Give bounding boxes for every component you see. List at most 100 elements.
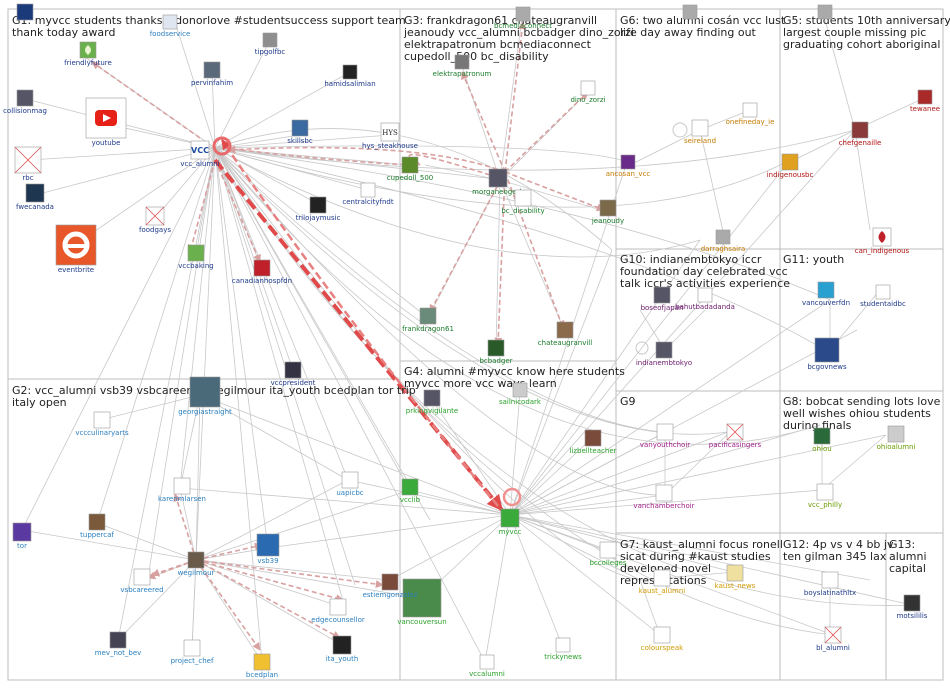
node-vanchamberchoir[interactable]: vanchamberchoir: [633, 484, 695, 510]
node-vancouversun[interactable]: vancouversun: [397, 578, 447, 626]
node-dino-zorzi[interactable]: dino_zorzi: [570, 80, 606, 104]
node-kaust-alumni[interactable]: kaust_alumni: [639, 569, 685, 595]
node-estiemgonzalez[interactable]: estiemgonzalez: [363, 573, 418, 599]
node-onefineday-ie[interactable]: onefineday_ie: [726, 102, 775, 126]
node-ohiou[interactable]: ohiou: [812, 427, 832, 453]
node-vanyouthchoir[interactable]: vanyouthchoir: [640, 423, 690, 449]
node-cupedoll-500[interactable]: cupedoll_500: [387, 156, 434, 182]
node-vccalumni[interactable]: vccalumni: [469, 654, 505, 678]
node-edgecounsellor[interactable]: edgecounsellor: [311, 598, 365, 624]
node-project-chef[interactable]: project_chef: [171, 639, 214, 665]
node-vccbaking[interactable]: vccbaking: [178, 244, 214, 270]
node-darraghsaira[interactable]: darraghsaira: [701, 229, 746, 253]
node-sailnicodark[interactable]: sailnicodark: [499, 382, 542, 406]
node-bcmediaconnect[interactable]: bcmediaconnect: [494, 6, 552, 30]
node-studentaidbc[interactable]: studentaidbc: [860, 284, 906, 308]
node-chefgenaille[interactable]: chefgenaille: [839, 121, 882, 147]
node-tipgolfbc[interactable]: tipgolfbc: [255, 32, 286, 56]
node-motsililis[interactable]: motsililis: [897, 594, 928, 620]
node-bc-disability[interactable]: bc_disability: [501, 189, 545, 215]
group-title-g12-line-1: ten gilman 345 lax: [783, 550, 887, 563]
node-wegilmour[interactable]: wegilmour: [178, 551, 215, 577]
avatar-icon: [253, 259, 271, 277]
node-label: bccolleges: [589, 559, 626, 567]
avatar-icon: [332, 635, 352, 655]
avatar-icon: [309, 196, 327, 214]
node-tewanee[interactable]: tewanee: [910, 89, 940, 113]
node-prkingvigilante[interactable]: prkingvigilante: [406, 389, 458, 415]
node-seireland[interactable]: seireland: [684, 119, 716, 145]
node-karenmlarsen[interactable]: karenmlarsen: [158, 477, 206, 503]
node-hamidsalimian[interactable]: hamidsalimian: [324, 64, 376, 88]
node-lizbellteacher[interactable]: lizbellteacher: [569, 429, 617, 455]
node-foodservice[interactable]: foodservice: [150, 14, 191, 38]
node-collisionmag[interactable]: collisionmag: [3, 89, 47, 115]
node-vcc-philly[interactable]: vcc_philly: [808, 483, 842, 509]
node-colourspeak[interactable]: colourspeak: [641, 626, 684, 652]
node-eventbrite[interactable]: eventbrite: [55, 224, 97, 274]
node-bcintigenous[interactable]: [817, 4, 833, 20]
node-indianembtokyo[interactable]: indianembtokyo: [636, 341, 692, 367]
node-elektrapatronum[interactable]: elektrapatronum: [433, 54, 492, 78]
node-frankdragon61[interactable]: frankdragon61: [402, 307, 454, 333]
node-vancouverfdn[interactable]: vancouverfdn: [802, 281, 850, 307]
node-indigenousbc[interactable]: indigenousbc: [767, 153, 814, 179]
node-foodgays[interactable]: foodgays: [139, 206, 171, 234]
node-skillsbc[interactable]: skillsbc: [287, 119, 313, 145]
node-canadianhospfdn[interactable]: canadianhospfdn: [232, 259, 292, 285]
node-vccculinaryarts[interactable]: vccculinaryarts: [75, 411, 129, 437]
node-can-indigenous[interactable]: can_indigenous: [855, 227, 910, 255]
group-title-g7-line-1: sicat during #kaust studies: [620, 550, 771, 563]
node-vccpresident[interactable]: vccpresident: [271, 361, 316, 387]
node-jeanoudy[interactable]: jeanoudy: [591, 199, 624, 225]
node-trickynews[interactable]: trickynews: [544, 637, 582, 661]
node-rbc[interactable]: rbc: [14, 146, 42, 182]
node-uapicbc[interactable]: uapicbc: [336, 471, 364, 497]
self-loop-vcc-alumni: [212, 136, 232, 156]
avatar-icon: [187, 551, 205, 569]
node-label: vanyouthchoir: [640, 441, 690, 449]
node-georgiastraight[interactable]: georgiastraight: [178, 376, 232, 416]
group-box-g2: [7, 378, 401, 681]
node-myvcc[interactable]: myvcc: [499, 508, 522, 536]
node-ita-youth[interactable]: ita_youth: [326, 635, 359, 663]
node-boseofjapan[interactable]: boseofjapan: [641, 286, 684, 312]
node-tuppercaf[interactable]: tuppercaf: [80, 513, 114, 539]
hys-logo-mark: HYS: [382, 129, 398, 137]
node-label: vccpresident: [271, 379, 316, 387]
node-vsbcareered[interactable]: vsbcareered: [120, 568, 164, 594]
node-myvcc-students[interactable]: [16, 3, 34, 21]
node-vcclib[interactable]: vcclib: [400, 478, 421, 504]
node-label: bcedplan: [246, 671, 278, 679]
node-bccolleges[interactable]: bccolleges: [589, 541, 627, 567]
node-studentsvcc[interactable]: [682, 4, 698, 20]
node-friendlyfuture[interactable]: friendlyfuture: [64, 41, 112, 67]
node-kaust-news[interactable]: kaust_news: [715, 564, 756, 590]
node-bahutbadadanda[interactable]: bahutbadadanda: [675, 287, 735, 311]
node-bl-alumni[interactable]: bl_alumni: [816, 626, 850, 652]
node-morganeogerb[interactable]: morganeogerb: [472, 168, 524, 196]
node-label: kaust_news: [715, 582, 756, 590]
node-fwecanada[interactable]: fwecanada: [16, 183, 54, 211]
node-youtube[interactable]: youtube: [85, 97, 127, 147]
group-title-g3-line-3: cupedoll_500 bc_disability: [404, 50, 549, 63]
group-title-g1-line-0: G1: myvcc students thanks #donorlove #st…: [12, 14, 406, 27]
node-bcbadger[interactable]: bcbadger: [479, 339, 513, 365]
node-trilojaymusic[interactable]: trilojaymusic: [296, 196, 341, 222]
node-tor[interactable]: tor: [12, 522, 32, 550]
node-mev-not-bev[interactable]: mev_not_bev: [95, 631, 142, 657]
node-boyslatinathltx[interactable]: boyslatinathltx: [804, 571, 856, 597]
node-ohioalumni[interactable]: ohioalumni: [877, 425, 916, 451]
node-vsb39[interactable]: vsb39: [256, 533, 280, 565]
node-bcgovnews[interactable]: bcgovnews: [807, 337, 847, 371]
node-pacificasingers[interactable]: pacificasingers: [709, 423, 762, 449]
group-title-g4-line-1: myvcc more vcc ways learn: [404, 377, 557, 390]
node-chateaugranvill[interactable]: chateaugranvill: [538, 321, 592, 347]
node-ancosan-vcc[interactable]: ancosan_vcc: [606, 154, 651, 178]
node-centralcityfndt[interactable]: centralcityfndt: [342, 182, 394, 206]
node-bcedplan[interactable]: bcedplan: [246, 653, 278, 679]
node-pervinfahim[interactable]: pervinfahim: [191, 61, 233, 87]
